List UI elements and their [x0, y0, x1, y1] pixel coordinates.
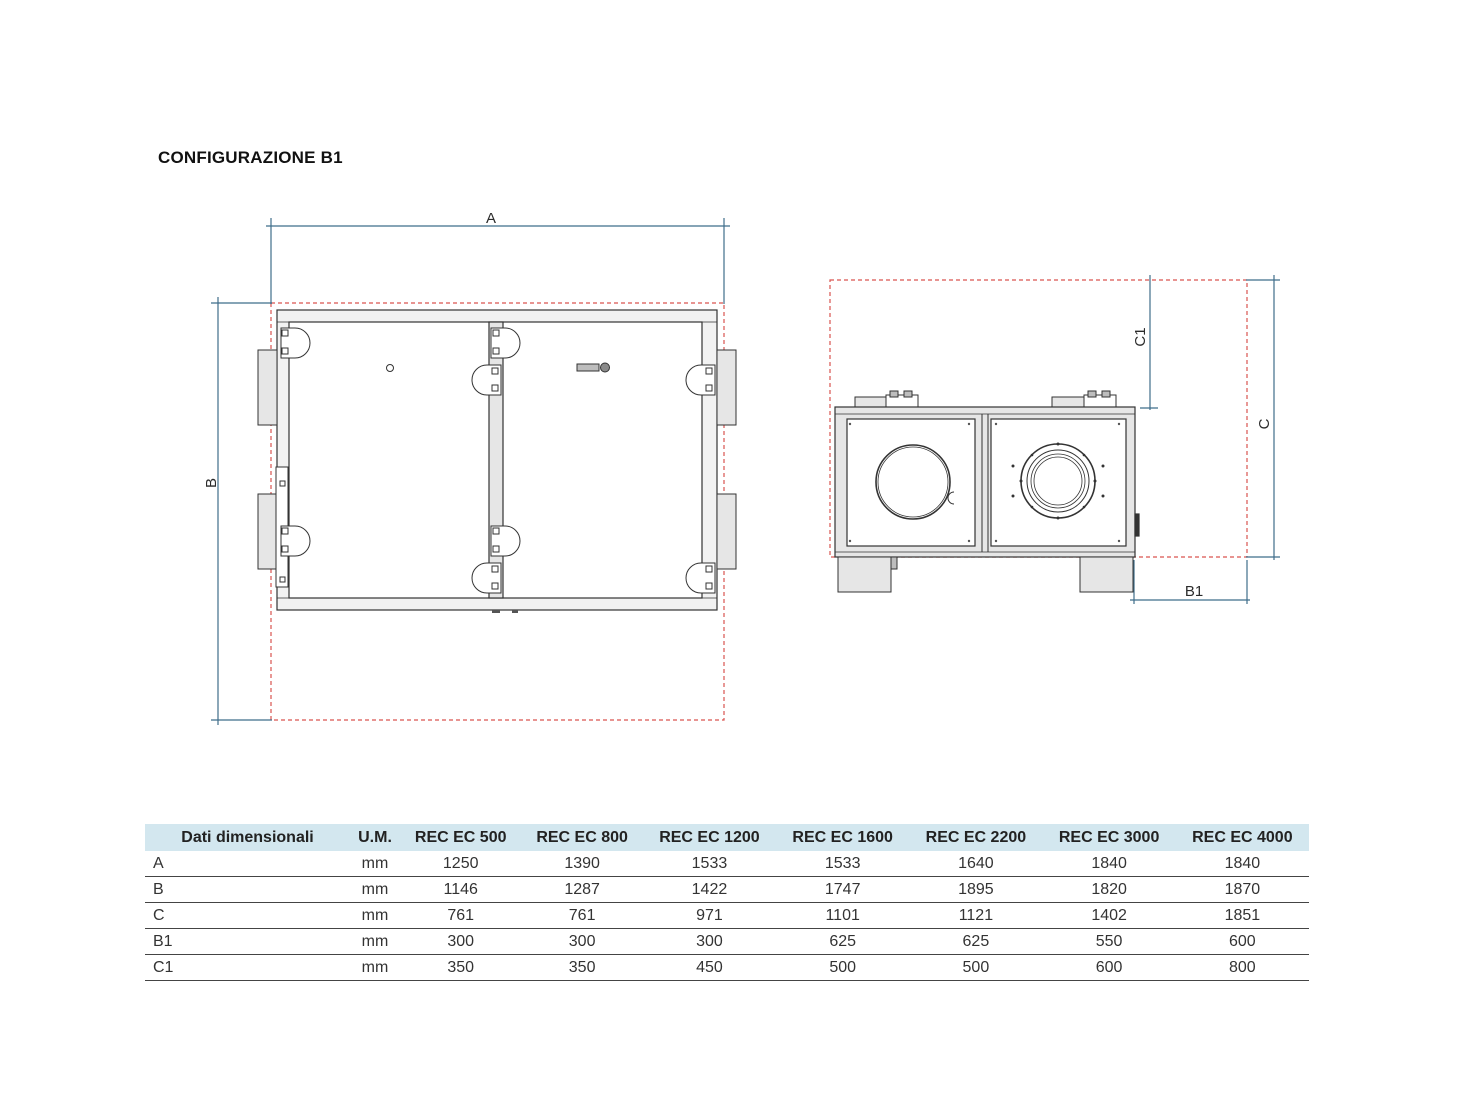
table-cell: 600: [1042, 954, 1176, 981]
row-label: B: [145, 876, 350, 903]
table-cell: 1851: [1175, 902, 1309, 929]
front-knob: [386, 364, 394, 372]
table-cell: 500: [909, 954, 1043, 981]
row-label: B1: [145, 928, 350, 955]
table-cell: 1146: [400, 876, 522, 903]
column-header: REC EC 2200: [925, 828, 1027, 846]
table-cell: 1840: [1042, 851, 1176, 877]
column-header: REC EC 3000: [1058, 828, 1160, 846]
column-header: REC EC 1200: [659, 828, 760, 846]
table-row: B1 mm 300 300 300 625 625 550 600: [145, 928, 1309, 955]
front-handle: [576, 362, 610, 373]
dimension-c-label: C: [1256, 418, 1273, 429]
side-envelope: [829, 279, 1248, 558]
dimension-b-label: B: [203, 478, 220, 488]
table-cell: 1820: [1042, 876, 1176, 903]
table-cell: 971: [642, 902, 777, 929]
side-right-opening: [1011, 442, 1105, 520]
row-label: A: [145, 851, 350, 877]
table-cell: 1422: [642, 876, 777, 903]
table-cell: 1390: [521, 851, 643, 877]
front-left-ducts: [257, 349, 289, 588]
row-unit: mm: [350, 876, 400, 903]
table-cell: 1640: [909, 851, 1043, 877]
table-row: C mm 761 761 971 1101 1121 1402 1851: [145, 902, 1309, 929]
column-header: REC EC 500: [414, 828, 507, 846]
table-cell: 761: [400, 902, 522, 929]
table-cell: 1287: [521, 876, 643, 903]
front-hinges: [280, 327, 716, 594]
row-unit: mm: [350, 928, 400, 955]
page-title: CONFIGURAZIONE B1: [158, 148, 343, 167]
table-cell: 300: [642, 928, 777, 955]
front-right-ducts: [716, 349, 737, 570]
table-cell: 1895: [909, 876, 1043, 903]
technical-drawing: A B: [203, 210, 1280, 725]
row-unit: mm: [350, 954, 400, 981]
row-unit: mm: [350, 902, 400, 929]
table-cell: 1840: [1175, 851, 1309, 877]
table-cell: 1121: [909, 902, 1043, 929]
table-cell: 350: [521, 954, 643, 981]
table-cell: 1402: [1042, 902, 1176, 929]
table-cell: 450: [642, 954, 777, 981]
table-cell: 1747: [776, 876, 910, 903]
table-header-row: Dati dimensionali U.M. REC EC 500 REC EC…: [145, 824, 1309, 851]
column-header: REC EC 4000: [1192, 828, 1293, 846]
table-cell: 1250: [400, 851, 522, 877]
table-cell: 300: [400, 928, 522, 955]
dimension-a: [266, 218, 730, 304]
row-label: C: [145, 902, 350, 929]
column-header: Dati dimensionali: [181, 828, 314, 846]
table-cell: 1533: [776, 851, 910, 877]
dimension-b1-label: B1: [1185, 583, 1203, 600]
dimension-a-label: A: [486, 210, 496, 227]
side-top-fittings: [854, 390, 1117, 408]
front-view: A B: [203, 210, 737, 725]
table-cell: 550: [1042, 928, 1176, 955]
table-cell: 625: [776, 928, 910, 955]
column-header: REC EC 1600: [792, 828, 893, 846]
side-left-opening: [875, 444, 955, 520]
table-cell: 1533: [642, 851, 777, 877]
table-cell: 800: [1175, 954, 1309, 981]
dimension-c: [1246, 275, 1280, 560]
front-bottom-fittings: [492, 610, 518, 613]
table-cell: 500: [776, 954, 910, 981]
table-row: C1 mm 350 350 450 500 500 600 800: [145, 954, 1309, 981]
side-view: C C1 B1: [829, 275, 1280, 604]
dimension-c1: [1140, 275, 1158, 410]
row-unit: mm: [350, 851, 400, 877]
side-rivets: [848, 422, 1121, 543]
table-row: B mm 1146 1287 1422 1747 1895 1820 1870: [145, 876, 1309, 903]
table-cell: 625: [909, 928, 1043, 955]
column-header: U.M.: [358, 828, 392, 846]
dimension-b: [211, 297, 272, 725]
dimension-b1: [1130, 560, 1250, 604]
side-bottom-ducts: [837, 556, 1134, 593]
dimension-c1-label: C1: [1132, 327, 1149, 346]
table-cell: 761: [521, 902, 643, 929]
row-label: C1: [145, 954, 350, 981]
dimensions-table: Dati dimensionali U.M. REC EC 500 REC EC…: [145, 824, 1309, 981]
column-header: REC EC 800: [536, 828, 628, 846]
table-cell: 1870: [1175, 876, 1309, 903]
table-cell: 350: [400, 954, 522, 981]
table-cell: 300: [521, 928, 643, 955]
table-cell: 600: [1175, 928, 1309, 955]
table-row: A mm 1250 1390 1533 1533 1640 1840 1840: [145, 851, 1309, 877]
table-cell: 1101: [776, 902, 910, 929]
